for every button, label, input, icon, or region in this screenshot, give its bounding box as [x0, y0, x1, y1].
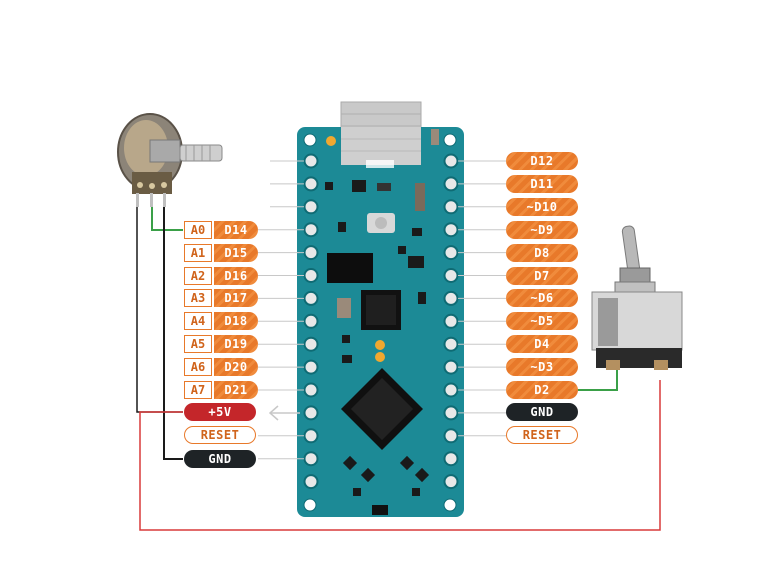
header-pin [303, 382, 319, 398]
header-pin [443, 313, 459, 329]
header-pin [303, 428, 319, 444]
wire-switch-d2 [578, 368, 618, 391]
header-pin [303, 153, 319, 169]
digital-pin-label: ~D10 [506, 197, 578, 216]
wire-potentiometer-signal [151, 207, 183, 231]
header-pin [443, 405, 459, 421]
analog-pin-label: A3 [184, 289, 212, 308]
digital-pin-label: D12 [506, 152, 578, 170]
analog-pin-label: A5 [184, 335, 212, 354]
header-pin [303, 313, 319, 329]
right-header-pins [443, 153, 459, 490]
header-pin [303, 336, 319, 352]
analog-pin-label: A1 [184, 243, 212, 262]
digital-pin-label: ~D9 [506, 220, 578, 239]
header-pin [443, 245, 459, 261]
header-pin [303, 176, 319, 192]
digital-pin-label: D2 [506, 381, 578, 399]
header-pin [443, 359, 459, 375]
potentiometer-icon [117, 113, 223, 207]
analog-pin-label: A6 [184, 358, 212, 377]
header-pin [443, 176, 459, 192]
label-gnd-left: GND [184, 450, 256, 468]
header-pin [443, 474, 459, 490]
digital-pin-label: D8 [506, 243, 578, 262]
digital-pin-label: D16 [214, 266, 258, 285]
analog-pin-label: A0 [184, 220, 212, 239]
analog-pin-label: A7 [184, 381, 212, 399]
digital-pin-label: ~D6 [506, 289, 578, 308]
digital-pin-label: D15 [214, 243, 258, 262]
header-pin [303, 222, 319, 238]
digital-pin-label: ~D5 [506, 312, 578, 331]
digital-pin-label: D11 [506, 174, 578, 193]
left-header-pins [303, 153, 319, 490]
right-pin-leads [458, 160, 506, 437]
left-pin-leads [258, 160, 304, 460]
header-pin [303, 199, 319, 215]
digital-pin-label: D7 [506, 266, 578, 285]
vcc-arrow [268, 405, 300, 421]
wire-potentiometer-gnd [163, 205, 183, 460]
header-pin [303, 474, 319, 490]
header-pin [303, 268, 319, 283]
header-pin [303, 245, 319, 261]
digital-pin-label: D14 [214, 220, 258, 239]
header-pin [443, 222, 459, 238]
header-pin [443, 268, 459, 283]
header-pin [303, 359, 319, 375]
header-pin [303, 451, 319, 467]
analog-pin-label: A2 [184, 266, 212, 285]
header-pin [443, 428, 459, 444]
wire-potentiometer-5v [136, 205, 183, 413]
analog-pin-label: A4 [184, 312, 212, 331]
wire-5v-to-switch [139, 380, 661, 531]
header-pin [443, 153, 459, 169]
digital-pin-label: D20 [214, 358, 258, 377]
digital-pin-label: D4 [506, 335, 578, 354]
header-pin [443, 336, 459, 352]
label-reset-left: RESET [184, 426, 256, 444]
label-reset-right: RESET [506, 426, 578, 444]
digital-pin-label: ~D3 [506, 358, 578, 377]
header-pin [303, 290, 319, 306]
digital-pin-label: D21 [214, 381, 258, 399]
header-pin [443, 451, 459, 467]
digital-pin-label: D18 [214, 312, 258, 331]
toggle-switch-icon [591, 225, 683, 370]
arduino-nano-board [297, 127, 464, 517]
header-pin [443, 199, 459, 215]
header-pin [443, 382, 459, 398]
digital-pin-label: D19 [214, 335, 258, 354]
digital-pin-label: D17 [214, 289, 258, 308]
header-pin [443, 290, 459, 306]
header-pin [303, 405, 319, 421]
label-gnd-right: GND [506, 403, 578, 421]
label-5v: +5V [184, 403, 256, 421]
